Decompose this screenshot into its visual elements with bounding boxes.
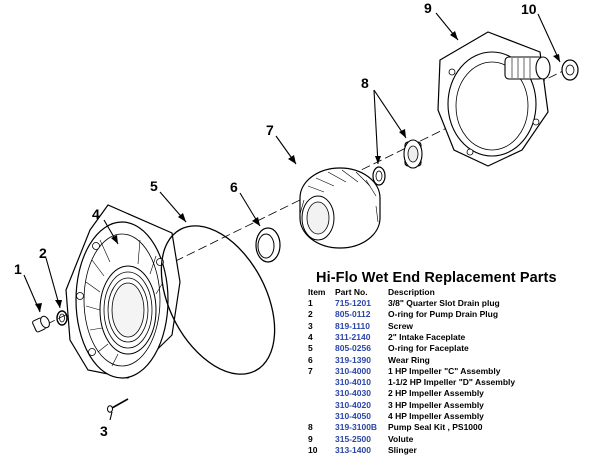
part-description: 2 HP Impeller Assembly [388, 388, 484, 399]
part-number: 310-4050 [335, 411, 371, 421]
item-number: 1 [308, 298, 313, 308]
callout-10: 10 [521, 1, 537, 17]
part-number: 319-1390 [335, 354, 371, 365]
drain-plug-part [32, 315, 50, 333]
item-number: 9 [308, 433, 313, 444]
callout-4: 4 [92, 206, 100, 222]
item-number: 7 [308, 365, 313, 376]
item-number: 4 [308, 331, 313, 342]
callout-1: 1 [14, 261, 22, 277]
item-number: 3 [308, 320, 313, 331]
table-row: 6 319-1390 Wear Ring [300, 355, 596, 366]
table-row: 4 311-2140 2" Intake Faceplate [300, 332, 596, 343]
leader-arrowheads [35, 31, 560, 312]
pump-seal-kit-part [372, 139, 423, 186]
callout-7: 7 [266, 122, 274, 138]
part-number: 805-0112 [335, 309, 371, 320]
part-description: Screw [388, 320, 414, 331]
part-number: 310-4000 [335, 365, 371, 376]
item-number: 6 [308, 354, 313, 365]
table-row: 310-4020 3 HP Impeller Assembly [300, 400, 596, 411]
part-number: 311-2140 [335, 331, 371, 342]
item-number: 10 [308, 444, 318, 455]
table-row: 310-4010 1-1/2 HP Impeller "D" Assembly [300, 377, 596, 388]
part-number: 313-1400 [335, 444, 371, 455]
item-number: 5 [308, 343, 313, 354]
callout-9: 9 [424, 0, 432, 16]
table-row: 7 310-4000 1 HP Impeller "C" Assembly [300, 366, 596, 377]
part-description: 3 HP Impeller Assembly [388, 399, 484, 410]
table-row: 2 805-0112 O-ring for Pump Drain Plug [300, 309, 596, 320]
part-number: 715-1201 [335, 298, 371, 308]
part-description: 4 HP Impeller Assembly [388, 411, 484, 421]
table-row: 5 805-0256 O-ring for Faceplate [300, 343, 596, 354]
table-row: 3 819-1110 Screw [300, 321, 596, 332]
item-number: 2 [308, 309, 313, 320]
slinger-part [561, 59, 579, 81]
part-number: 819-1110 [335, 320, 370, 331]
parts-table-title: Hi-Flo Wet End Replacement Parts [316, 270, 557, 286]
part-number: 310-4010 [335, 377, 371, 388]
part-number: 310-4030 [335, 388, 371, 399]
wear-ring-part [255, 227, 281, 263]
part-description: 1-1/2 HP Impeller "D" Assembly [388, 377, 516, 388]
screw-part [107, 398, 129, 413]
faceplate-oring-part [160, 225, 276, 375]
volute-part [437, 31, 551, 167]
part-description: O-ring for Faceplate [388, 343, 469, 354]
callout-3: 3 [100, 423, 108, 439]
part-number: 315-2500 [335, 433, 371, 444]
table-row: 9 315-2500 Volute [300, 434, 596, 445]
table-row: 310-4030 2 HP Impeller Assembly [300, 388, 596, 399]
header-part-no: Part No. [335, 287, 368, 297]
part-number: 310-4020 [335, 399, 371, 410]
item-number: 8 [308, 422, 313, 433]
callout-6: 6 [230, 179, 238, 195]
callout-8: 8 [361, 75, 369, 91]
part-description: 1 HP Impeller "C" Assembly [388, 365, 501, 376]
intake-faceplate-part [65, 204, 181, 379]
part-number: 319-3100B [335, 422, 378, 433]
part-description: 3/8" Quarter Slot Drain plug [388, 298, 500, 308]
impeller-part [299, 167, 381, 249]
callout-5: 5 [150, 178, 158, 194]
table-row: 1 715-1201 3/8" Quarter Slot Drain plug [300, 298, 596, 309]
callout-2: 2 [39, 245, 47, 261]
table-row: 10 313-1400 Slinger [300, 445, 596, 456]
header-item: Item [308, 287, 326, 297]
part-description: Wear Ring [388, 354, 430, 365]
part-description: Slinger [388, 444, 417, 455]
part-description: Volute [388, 433, 414, 444]
part-number: 805-0256 [335, 343, 371, 354]
header-description: Description [388, 287, 435, 297]
part-description: O-ring for Pump Drain Plug [388, 309, 499, 320]
table-row: 8 319-3100B Pump Seal Kit , PS1000 [300, 422, 596, 433]
drain-plug-oring-part [56, 310, 68, 326]
table-row: 310-4050 4 HP Impeller Assembly [300, 411, 596, 422]
part-description: Pump Seal Kit , PS1000 [388, 422, 483, 433]
part-description: 2" Intake Faceplate [388, 331, 466, 342]
